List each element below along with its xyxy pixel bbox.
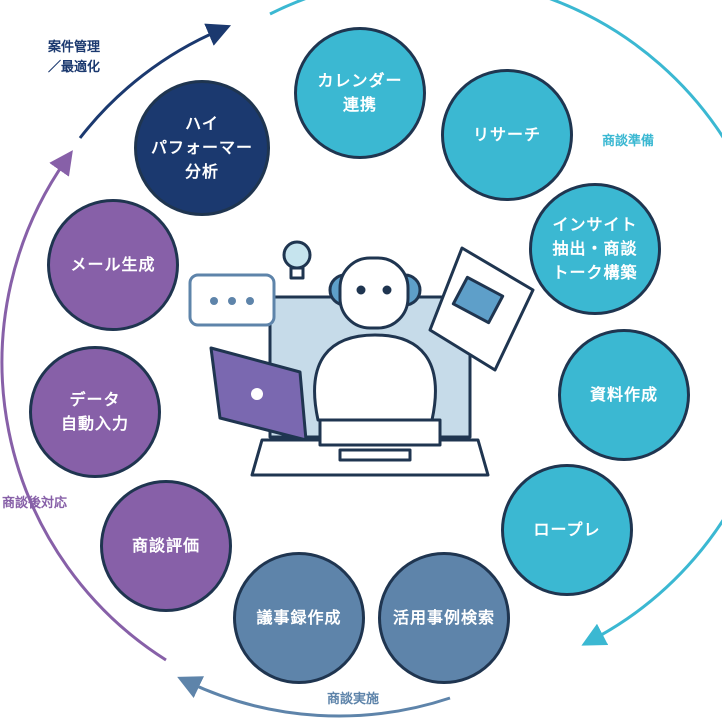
management-arc (78, 23, 232, 139)
node-research[interactable]: リサーチ (441, 69, 573, 201)
node-high-performer-analysis[interactable]: ハイ パフォーマー 分析 (134, 80, 270, 216)
phase-label-prep: 商談準備 (602, 134, 655, 149)
node-document-creation[interactable]: 資料作成 (558, 329, 690, 461)
prep-arc (269, 0, 722, 646)
robot-laptop-illustration (188, 240, 535, 477)
followup-arc (0, 150, 167, 662)
node-minutes-creation[interactable]: 議事録作成 (233, 552, 365, 684)
phase-label-execution: 商談実施 (327, 692, 380, 707)
node-roleplay[interactable]: ロープレ (501, 464, 633, 596)
node-deal-evaluation[interactable]: 商談評価 (100, 480, 232, 612)
node-insight-extraction[interactable]: インサイト 抽出・商談 トーク構築 (529, 183, 661, 315)
node-data-auto-entry[interactable]: データ 自動入力 (29, 346, 161, 478)
execution-arc (177, 676, 451, 718)
node-case-study-search[interactable]: 活用事例検索 (378, 552, 510, 684)
node-calendar-integration[interactable]: カレンダー 連携 (294, 27, 426, 159)
phase-label-followup: 商談後対応 (2, 496, 68, 511)
phase-label-management: 案件管理 ／最適化 (48, 40, 101, 75)
node-email-generation[interactable]: メール生成 (47, 199, 179, 331)
